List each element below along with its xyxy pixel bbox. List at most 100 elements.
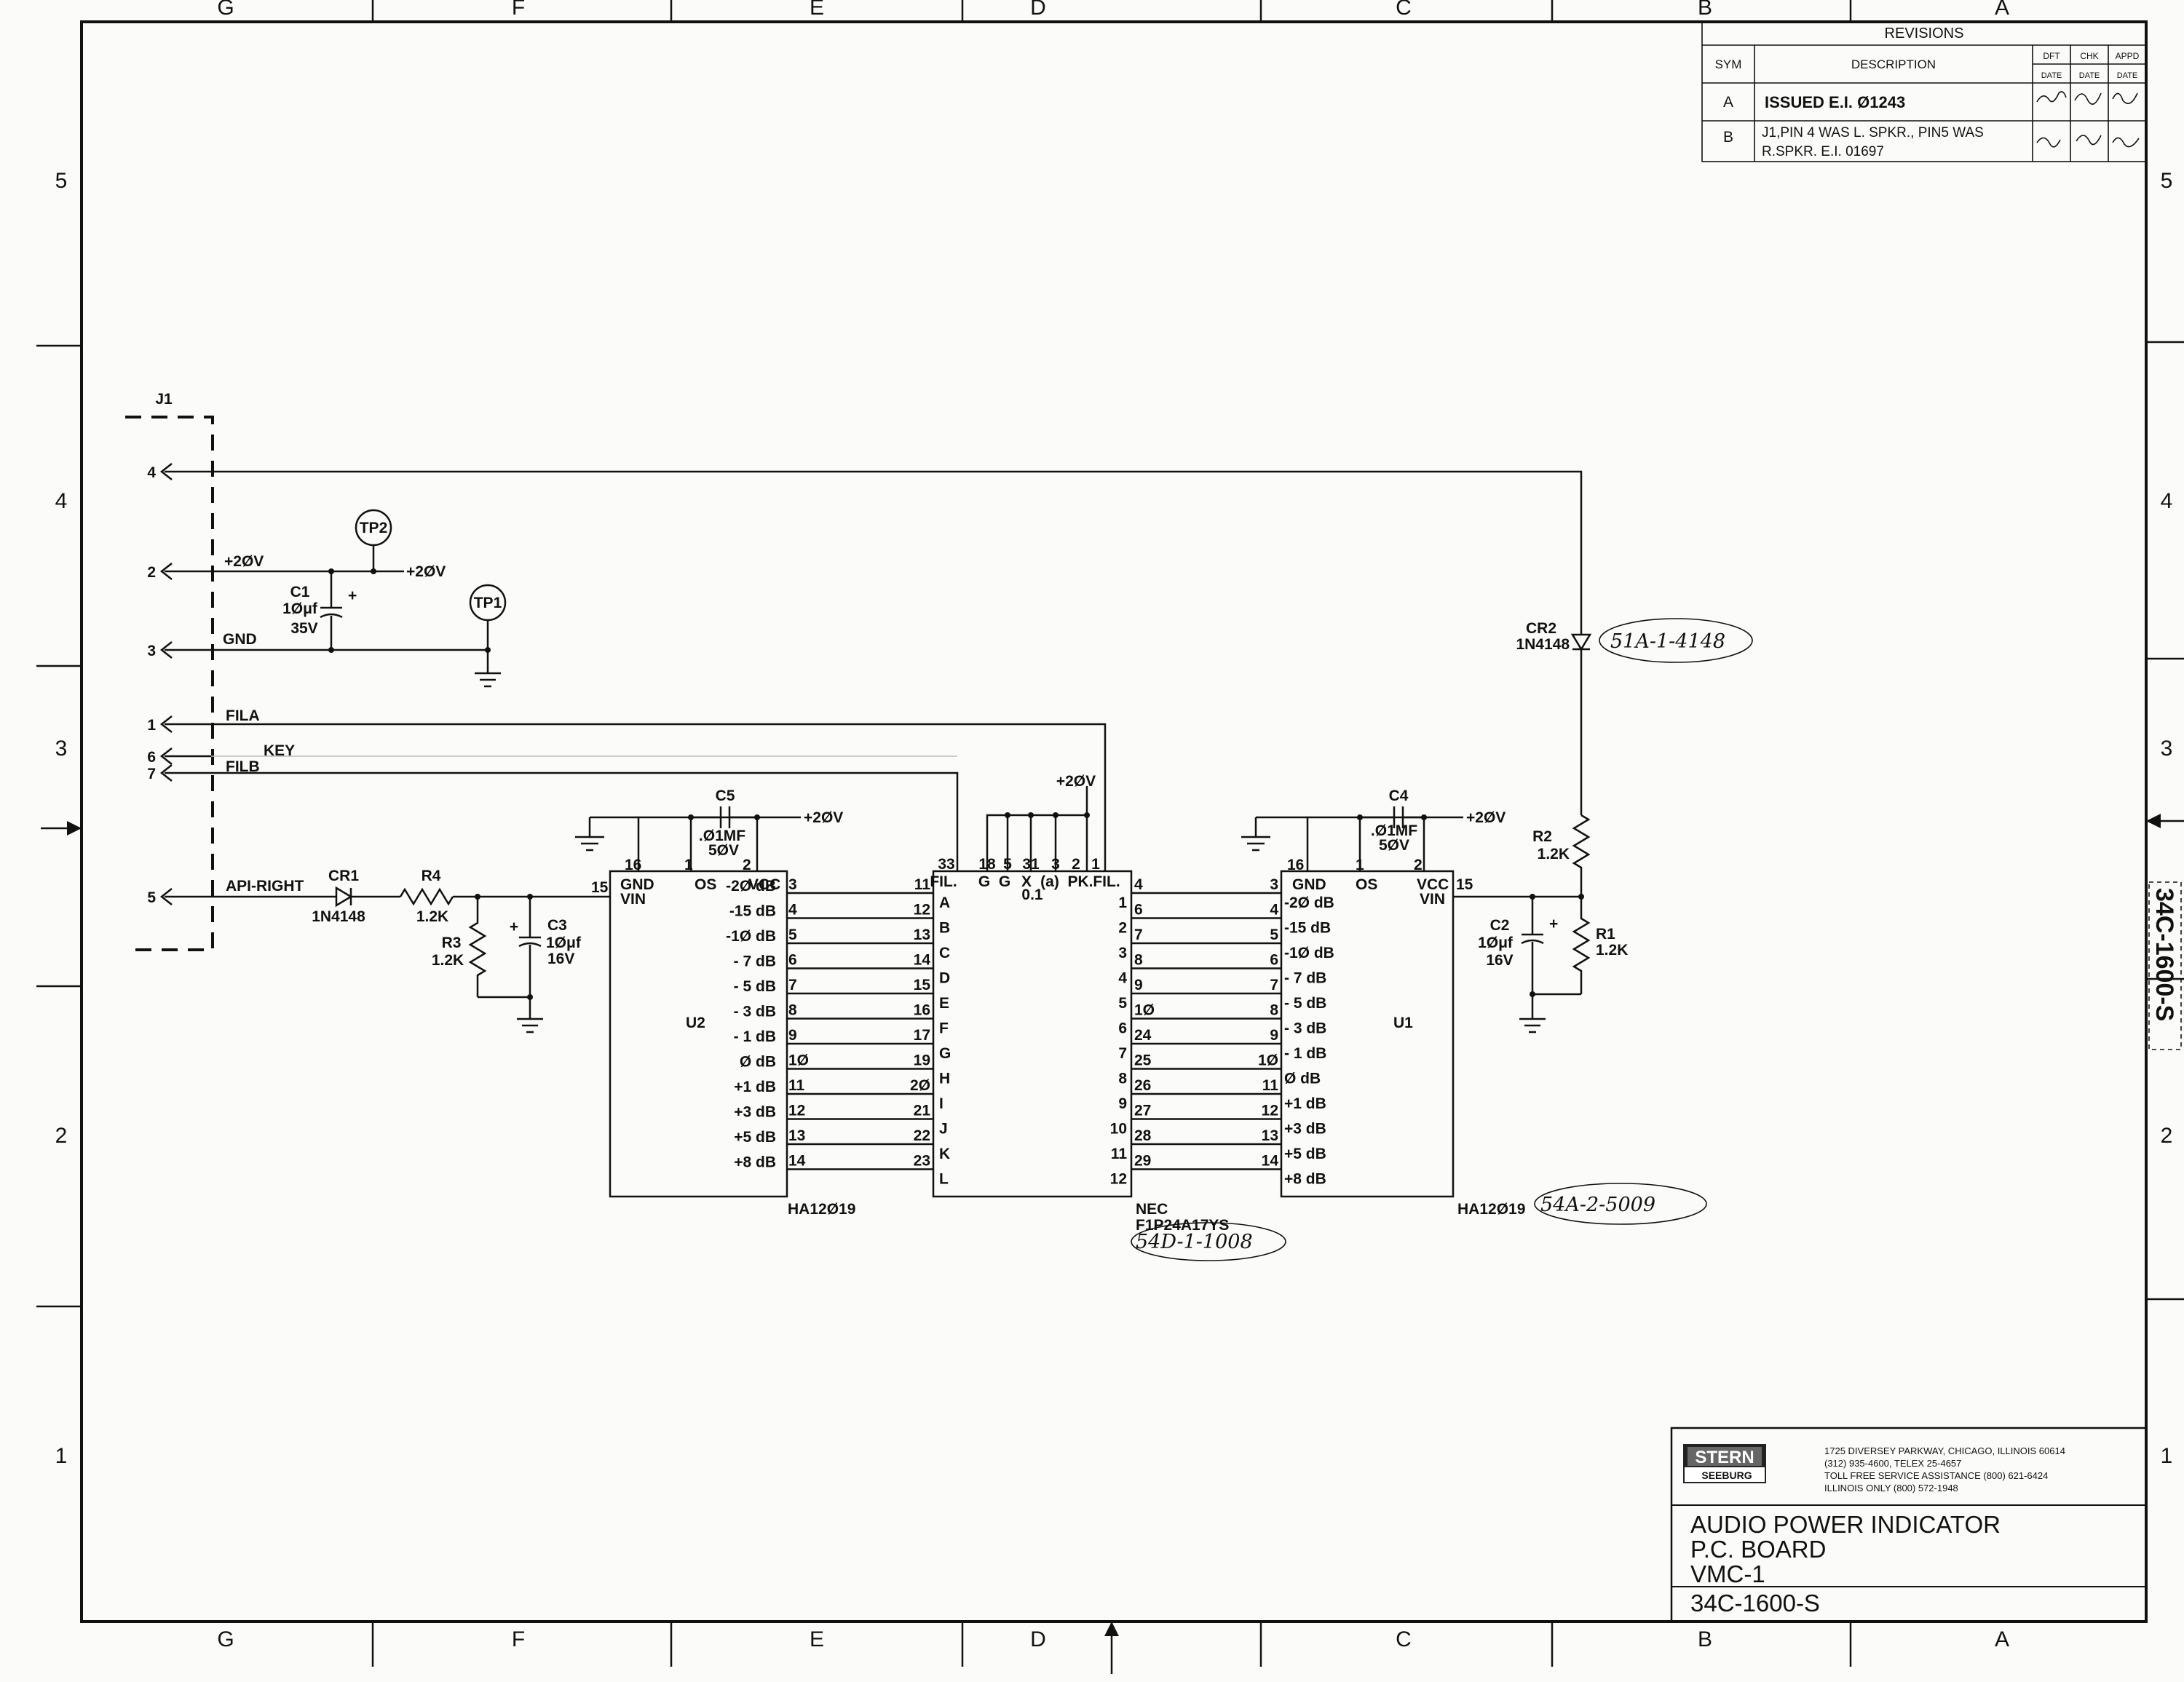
c2-capacitor: + C2 1Øμf 16V	[1478, 897, 1558, 994]
display-top-pin: 1	[1091, 856, 1100, 873]
u1-level-label: - 7 dB	[1284, 970, 1326, 987]
drawing-border	[80, 20, 2148, 1623]
display-left-pin: 17	[914, 1027, 930, 1044]
v20-pin-label: +2ØV	[224, 553, 264, 570]
row-label-right-3: 3	[2161, 737, 2173, 761]
display-sublabel: 0.1	[1021, 886, 1043, 903]
u1-vcc-label: VCC	[1417, 876, 1449, 893]
column-label-bottom-a: A	[1995, 1627, 2009, 1651]
cr2-diode: CR2 1N4148	[1516, 620, 1592, 653]
u2-out-pin: 1Ø	[788, 1052, 809, 1069]
u1-out-pin: 4	[1270, 902, 1278, 919]
c2-ref: C2	[1490, 917, 1510, 934]
ground-symbol-c3	[517, 1017, 543, 1034]
c3-ref: C3	[547, 917, 567, 934]
u1-out-pin: 1Ø	[1258, 1052, 1278, 1069]
rev-header-sym: SYM	[1715, 57, 1742, 71]
u2-vin-pin: 15	[591, 879, 609, 896]
r4-value: 1.2K	[416, 908, 448, 925]
j1-pin-arrow	[159, 764, 173, 782]
c5-capacitor: C5 .Ø1MF 5ØV	[691, 788, 801, 859]
display-segment-letter: C	[939, 945, 950, 961]
title-line-3: VMC-1	[1690, 1560, 1765, 1587]
u2-out-pin: 5	[788, 927, 797, 943]
filb-label: FILB	[226, 758, 260, 775]
c4-value: .Ø1MF	[1371, 822, 1417, 839]
c4-capacitor: C4 .Ø1MF 5ØV	[1360, 788, 1463, 854]
display-right-pin: 9	[1134, 977, 1143, 993]
display-maker: NEC	[1136, 1201, 1168, 1218]
display-grid-number: 5	[1118, 995, 1127, 1012]
c3-voltage: 16V	[547, 951, 574, 967]
address-line-3: TOLL FREE SERVICE ASSISTANCE (800) 621-6…	[1824, 1470, 2048, 1481]
c2-value: 1Øμf	[1478, 935, 1514, 951]
u2-level-label: - 3 dB	[734, 1004, 776, 1020]
column-label-top-d: D	[1030, 0, 1046, 20]
cr1-value: 1N4148	[312, 908, 365, 925]
u2-level-label: -1Ø dB	[726, 928, 776, 945]
display-left-pin: 23	[914, 1153, 930, 1170]
r1-ref: R1	[1596, 926, 1615, 943]
r1-resistor: R1 1.2K	[1572, 897, 1628, 994]
side-grid-ticks	[36, 341, 2184, 1308]
tp1-testpoint: TP1	[469, 584, 507, 622]
ground-symbol-c2	[1519, 1017, 1546, 1034]
u1-gnd-label: GND	[1292, 876, 1326, 893]
drawing-number: 34C-1600-S	[1690, 1590, 1820, 1616]
display-top-label: X	[1021, 873, 1032, 890]
u1-out-pin: 5	[1270, 927, 1278, 943]
row-label-left-5: 5	[55, 169, 68, 193]
row-label-left-1: 1	[55, 1444, 68, 1468]
api-left-wire	[165, 470, 1583, 627]
u2-out-pin: 9	[788, 1027, 797, 1044]
u2-level-label: Ø dB	[740, 1054, 776, 1071]
r3-ref: R3	[442, 935, 462, 951]
v20-right-label: +2ØV	[406, 563, 446, 580]
u1-out-pin: 13	[1262, 1127, 1278, 1144]
display-left-pin: 11	[914, 876, 931, 893]
c1-voltage: 35V	[290, 620, 317, 637]
u1-level-label: - 5 dB	[1284, 995, 1326, 1012]
display-grid-number: 10	[1110, 1121, 1127, 1138]
u2-level-label: -15 dB	[729, 903, 776, 920]
display-top-label: G	[978, 873, 990, 890]
u1-level-label: +8 dB	[1284, 1171, 1326, 1188]
ground-symbol	[475, 672, 501, 688]
row-label-left-2: 2	[55, 1124, 68, 1148]
column-label-top-a: A	[1995, 0, 2009, 20]
side-tab-number: 34C-1600-S	[2151, 888, 2178, 1021]
cr2-ref: CR2	[1526, 620, 1556, 637]
u1-out-pin: 7	[1270, 977, 1278, 993]
u2-out-pin: 7	[788, 977, 797, 993]
display-left-pin: 13	[914, 927, 930, 943]
c5-ref: C5	[716, 788, 735, 804]
u2-level-label: +5 dB	[734, 1129, 776, 1146]
rev-b-description-2: R.SPKR. E.I. 01697	[1762, 144, 1884, 159]
c1-capacitor: + C1 1Øμf 35V	[282, 571, 357, 650]
c3-value: 1Øμf	[546, 935, 582, 951]
address-line-2: (312) 935-4600, TELEX 25-4657	[1824, 1458, 1961, 1469]
display-left-pin: 15	[914, 977, 931, 993]
handwritten-annotations: 51A-1-4148 54D-1-1008 54A-2-5009	[1131, 618, 1753, 1261]
ground-symbol-u1	[1241, 836, 1270, 852]
j1-pin-arrow	[159, 747, 173, 765]
u1-level-label: +3 dB	[1284, 1121, 1326, 1138]
u2-out-pin: 8	[788, 1002, 797, 1019]
j1-pin-3: 3	[147, 643, 156, 659]
u1-level-label: - 1 dB	[1284, 1045, 1326, 1062]
u2-out-pin: 6	[788, 952, 797, 969]
u2-pin-16: 16	[625, 857, 641, 873]
j1-pin-1: 1	[147, 717, 156, 734]
cr1-diode: CR1 1N4148	[312, 868, 365, 925]
bottom-grid-ticks	[371, 1622, 1852, 1674]
display-right-pin: 29	[1134, 1153, 1151, 1170]
rev-header-dft-date: DATE	[2041, 71, 2062, 80]
u1-pin-16: 16	[1287, 857, 1304, 873]
gnd-pin-label: GND	[223, 631, 257, 648]
